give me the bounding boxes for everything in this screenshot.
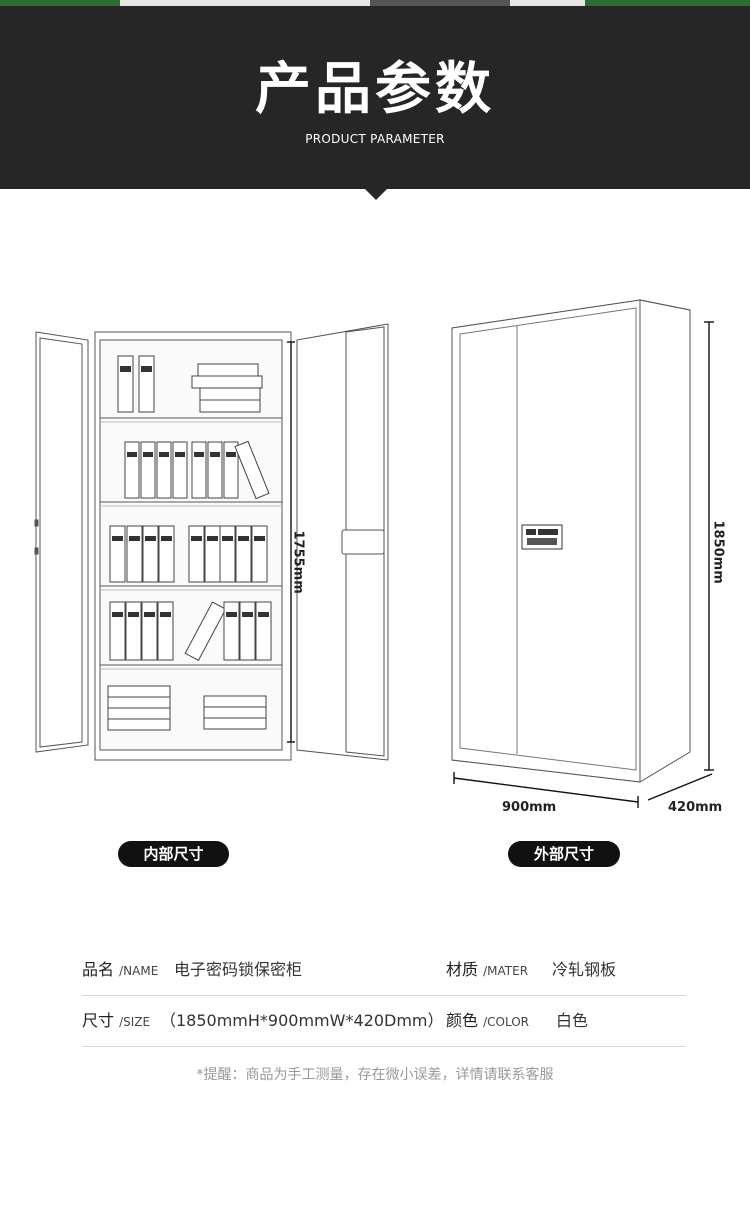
outer-size-caption: 外部尺寸 <box>508 841 620 867</box>
cabinet-illustration <box>34 299 714 808</box>
inner-height-dimension <box>287 341 295 743</box>
inner-size-caption: 内部尺寸 <box>118 841 229 867</box>
spec-row-size-color: 尺寸 /SIZE （1850mmH*900mmW*420Dmm） 颜色 /COL… <box>82 996 686 1047</box>
top-photo-strip <box>0 0 750 6</box>
width-label: 900mm <box>502 800 557 815</box>
material-value: 冷轧钢板 <box>552 960 617 979</box>
page-subtitle: PRODUCT PARAMETER <box>305 132 445 146</box>
color-label: 颜色 /COLOR <box>446 1011 530 1030</box>
outer-height-label: 1850mm <box>710 520 726 584</box>
left-door <box>34 331 89 753</box>
header-notch <box>365 189 387 200</box>
closed-cabinet <box>451 299 691 783</box>
header-banner: 产品参数 PRODUCT PARAMETER <box>0 6 750 189</box>
inner-height-label: 1755mm <box>290 530 306 594</box>
outer-dimensions <box>453 321 714 808</box>
right-door <box>296 323 389 761</box>
depth-label: 420mm <box>668 800 723 815</box>
name-label: 品名 /NAME <box>82 960 159 979</box>
size-value: （1850mmH*900mmW*420Dmm） <box>160 1011 444 1030</box>
name-value: 电子密码锁保密柜 <box>174 960 303 979</box>
material-label: 材质 /MATER <box>446 960 529 979</box>
color-value: 白色 <box>556 1011 589 1030</box>
spec-row-name-material: 品名 /NAME 电子密码锁保密柜 材质 /MATER 冷轧钢板 <box>82 945 686 996</box>
size-label: 尺寸 /SIZE <box>82 1011 151 1030</box>
measurement-note: *提醒：商品为手工测量，存在微小误差，详情请联系客服 <box>196 1067 554 1083</box>
page-title: 产品参数 <box>255 57 495 122</box>
